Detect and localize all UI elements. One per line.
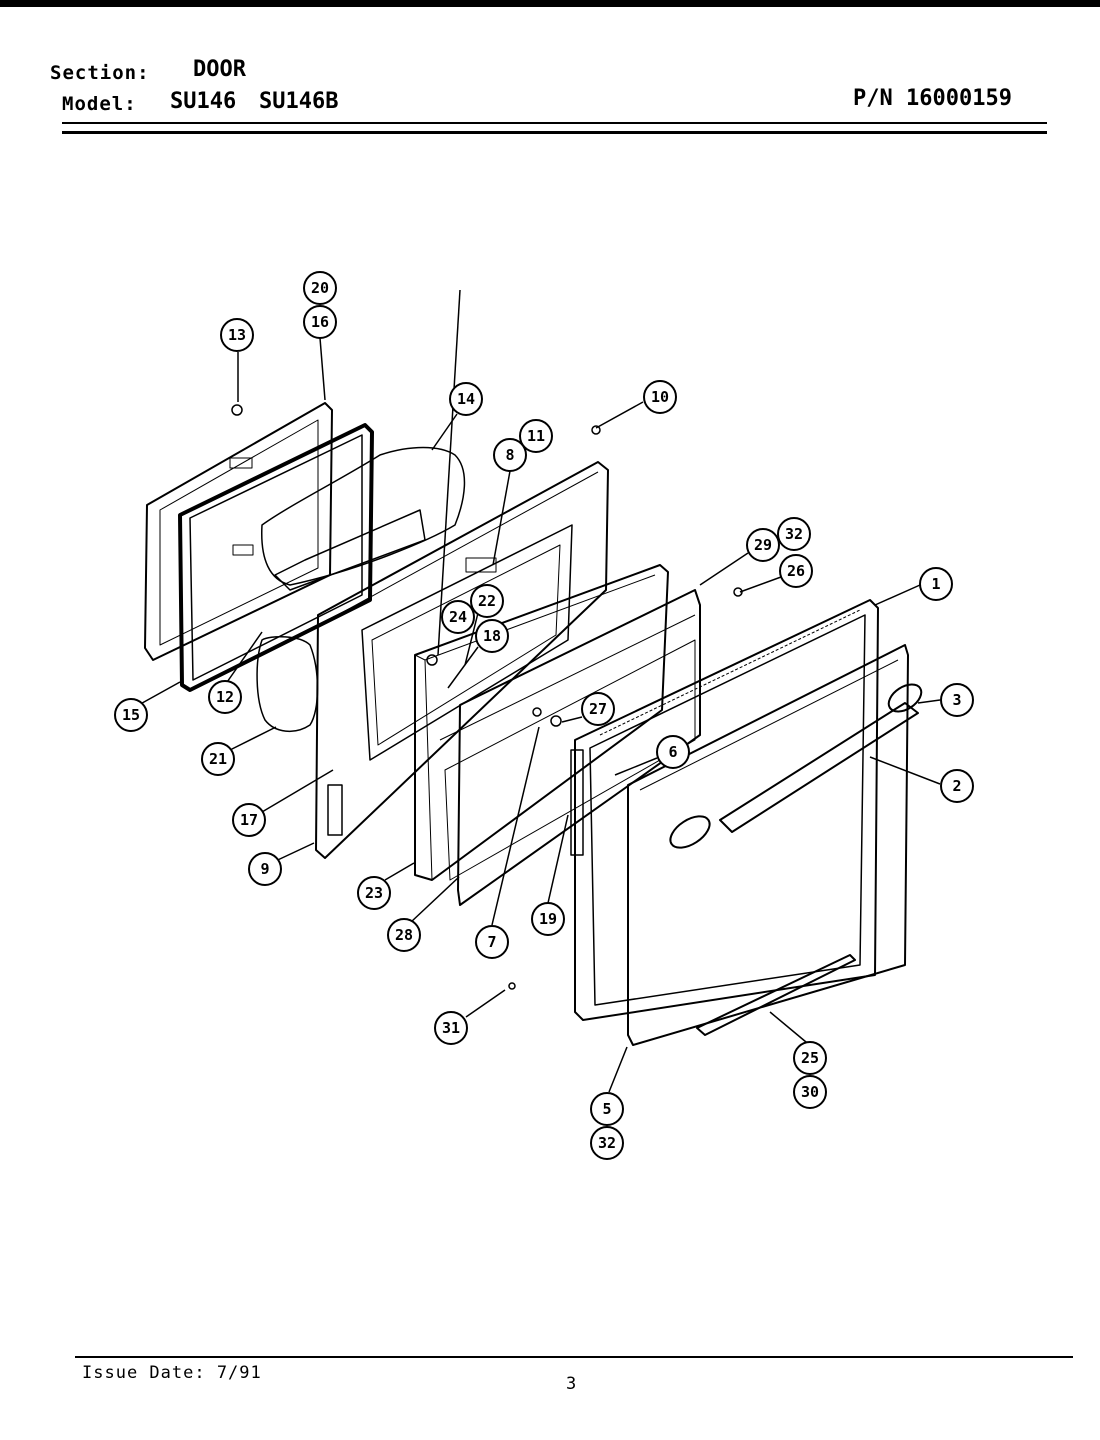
door-gasket-part xyxy=(178,423,374,692)
front-door-panel-part xyxy=(627,644,909,1046)
inner-door-panel-part xyxy=(315,461,609,859)
svg-text:7: 7 xyxy=(487,933,496,951)
bottom-trim-strip-part xyxy=(696,954,856,1036)
callout-14: 14 xyxy=(449,382,483,416)
callout-2: 2 xyxy=(940,769,974,803)
svg-text:26: 26 xyxy=(787,562,805,580)
header-rule-1 xyxy=(62,122,1047,124)
callout-23: 23 xyxy=(357,876,391,910)
top-border-bar xyxy=(0,0,1100,7)
callout-15: 15 xyxy=(114,698,148,732)
svg-text:3: 3 xyxy=(952,691,961,709)
callout-31: 31 xyxy=(434,1011,468,1045)
door-handle-part xyxy=(669,683,923,849)
svg-text:32: 32 xyxy=(785,525,803,543)
callout-8: 8 xyxy=(493,438,527,472)
callout-30: 30 xyxy=(793,1075,827,1109)
svg-text:27: 27 xyxy=(589,700,607,718)
callout-24: 24 xyxy=(441,600,475,634)
svg-text:28: 28 xyxy=(395,926,413,944)
part-number: P/N 16000159 xyxy=(853,86,1012,111)
callout-28: 28 xyxy=(387,918,421,952)
svg-text:18: 18 xyxy=(483,627,501,645)
callout-3: 3 xyxy=(940,683,974,717)
callout-22: 22 xyxy=(470,584,504,618)
svg-text:30: 30 xyxy=(801,1083,819,1101)
svg-text:29: 29 xyxy=(754,536,772,554)
svg-text:25: 25 xyxy=(801,1049,819,1067)
callout-12: 12 xyxy=(208,680,242,714)
callout-29: 29 xyxy=(746,528,780,562)
svg-text:10: 10 xyxy=(651,388,669,406)
page-number: 3 xyxy=(566,1374,578,1394)
issue-date: Issue Date: 7/91 xyxy=(82,1363,262,1383)
svg-text:31: 31 xyxy=(442,1019,460,1037)
svg-text:9: 9 xyxy=(260,860,269,878)
svg-text:8: 8 xyxy=(505,446,514,464)
svg-text:1: 1 xyxy=(931,575,940,593)
callout-1: 1 xyxy=(919,567,953,601)
callout-13: 13 xyxy=(220,318,254,352)
callout-21: 21 xyxy=(201,742,235,776)
svg-text:13: 13 xyxy=(228,326,246,344)
callout-6: 6 xyxy=(656,735,690,769)
section-value: DOOR xyxy=(193,57,246,82)
callout-20: 20 xyxy=(303,271,337,305)
callout-19: 19 xyxy=(531,902,565,936)
svg-text:12: 12 xyxy=(216,688,234,706)
svg-text:2: 2 xyxy=(952,777,961,795)
header-rule-2 xyxy=(62,131,1047,134)
callout-10: 10 xyxy=(643,380,677,414)
svg-text:16: 16 xyxy=(311,313,329,331)
model-label: Model: xyxy=(62,93,137,115)
svg-text:11: 11 xyxy=(527,427,545,445)
door-liner-part xyxy=(144,402,333,661)
callout-17: 17 xyxy=(232,803,266,837)
callout-32-top: 32 xyxy=(777,517,811,551)
svg-text:17: 17 xyxy=(240,811,258,829)
svg-text:20: 20 xyxy=(311,279,329,297)
insulation-lower-part xyxy=(256,635,319,732)
callout-11: 11 xyxy=(519,419,553,453)
svg-text:14: 14 xyxy=(457,390,475,408)
callout-26: 26 xyxy=(779,554,813,588)
callout-bubbles: 20 16 13 14 10 11 8 29 32 26 1 22 24 18 … xyxy=(114,271,974,1160)
leader-lines xyxy=(134,289,941,1093)
insulation-upper-part xyxy=(261,446,466,591)
svg-text:22: 22 xyxy=(478,592,496,610)
callout-18: 18 xyxy=(475,619,509,653)
callout-32-bottom: 32 xyxy=(590,1126,624,1160)
model-value-2: SU146B xyxy=(259,89,339,114)
section-label: Section: xyxy=(50,62,150,84)
callout-5: 5 xyxy=(590,1092,624,1126)
model-value-1: SU146 xyxy=(170,89,237,114)
outer-door-frame-part xyxy=(570,599,879,1021)
svg-text:23: 23 xyxy=(365,884,383,902)
callout-16: 16 xyxy=(303,305,337,339)
window-glass-part xyxy=(439,589,701,906)
svg-text:6: 6 xyxy=(668,743,677,761)
callout-25: 25 xyxy=(793,1041,827,1075)
svg-text:21: 21 xyxy=(209,750,227,768)
callout-27: 27 xyxy=(581,692,615,726)
svg-text:24: 24 xyxy=(449,608,467,626)
callout-7: 7 xyxy=(475,925,509,959)
callout-9: 9 xyxy=(248,852,282,886)
glass-frame-part xyxy=(414,564,669,881)
footer-rule xyxy=(75,1356,1073,1358)
svg-text:5: 5 xyxy=(602,1100,611,1118)
svg-text:19: 19 xyxy=(539,910,557,928)
svg-text:32: 32 xyxy=(598,1134,616,1152)
svg-text:15: 15 xyxy=(122,706,140,724)
